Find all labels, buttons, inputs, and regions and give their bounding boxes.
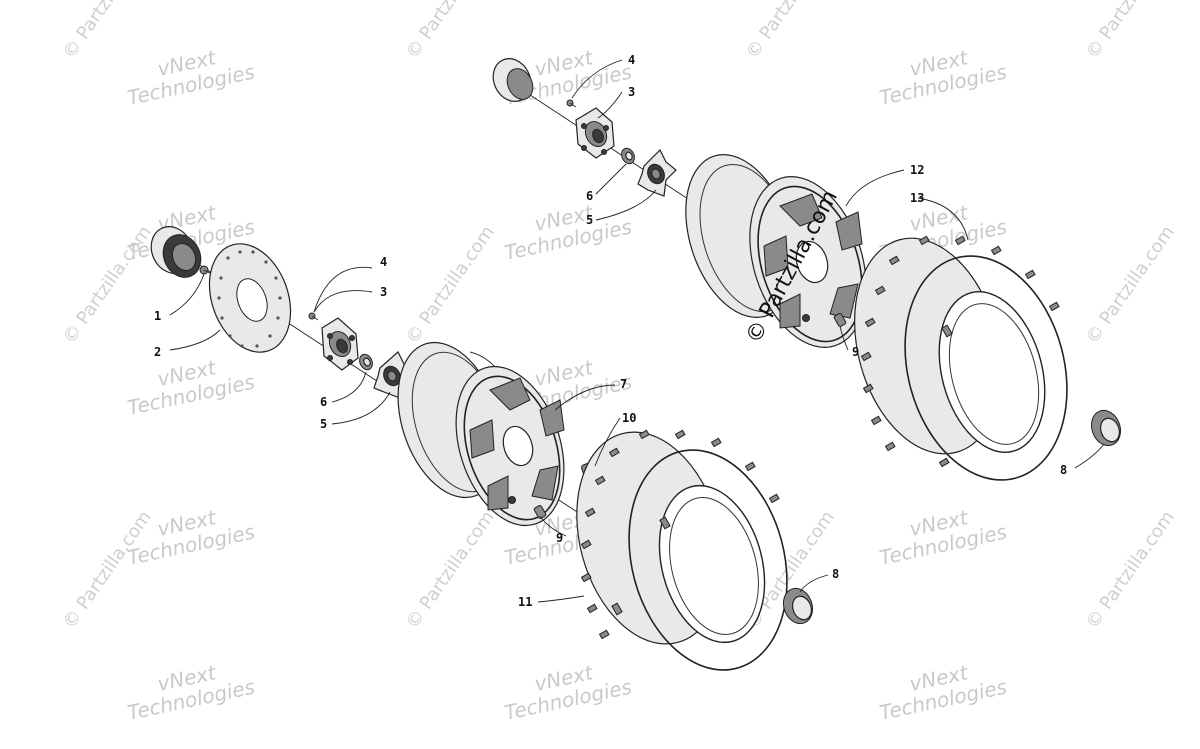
callout-5-front: 5 bbox=[320, 417, 327, 431]
valve-stem-rear bbox=[833, 313, 847, 327]
watermark-vnext: vNext Technologies bbox=[502, 200, 634, 265]
callout-5-rear: 5 bbox=[586, 213, 593, 227]
callout-12: 12 bbox=[910, 163, 924, 177]
watermark-partzilla: © Partzilla.com bbox=[402, 0, 499, 63]
brake-drum bbox=[150, 226, 202, 278]
callout-13: 13 bbox=[910, 191, 924, 205]
watermark-vnext: vNext Technologies bbox=[502, 660, 634, 725]
callout-4-rear: 4 bbox=[628, 53, 635, 67]
callout-9-front: 9 bbox=[556, 531, 563, 545]
callout-3-front: 3 bbox=[380, 285, 387, 299]
watermark-partzilla: © Partzilla.com bbox=[742, 0, 839, 63]
watermark-partzilla: © Partzilla.com bbox=[59, 0, 156, 63]
callout-8-rear: 8 bbox=[1060, 463, 1067, 477]
rear-rim bbox=[685, 154, 867, 348]
wheel-hub-rear bbox=[575, 107, 615, 159]
callout-6-front: 6 bbox=[320, 395, 327, 409]
watermark-vnext: vNext Technologies bbox=[125, 660, 257, 725]
watermark-partzilla: © Partzilla.com bbox=[1082, 507, 1179, 633]
bolt-4-rear bbox=[566, 99, 577, 108]
callout-4-front: 4 bbox=[380, 255, 387, 269]
watermark-vnext: vNext Technologies bbox=[877, 660, 1009, 725]
callout-10: 10 bbox=[622, 411, 636, 425]
bearing-front bbox=[359, 353, 373, 371]
front-tire bbox=[576, 429, 788, 671]
callout-1: 1 bbox=[154, 309, 161, 323]
hub-cap-rear bbox=[1090, 409, 1122, 447]
callout-2: 2 bbox=[154, 345, 161, 359]
callout-9-rear: 9 bbox=[852, 345, 859, 359]
valve-stem-front bbox=[533, 505, 547, 519]
watermark-vnext: vNext Technologies bbox=[125, 355, 257, 420]
wheel-hub-front bbox=[321, 317, 359, 371]
rear-tire bbox=[854, 235, 1068, 481]
watermark-vnext: vNext Technologies bbox=[877, 45, 1009, 110]
watermark-partzilla: © Partzilla.com bbox=[402, 222, 499, 348]
callout-8-front: 8 bbox=[832, 567, 839, 581]
callout-11: 11 bbox=[518, 595, 532, 609]
watermark-partzilla: © Partzilla.com bbox=[402, 507, 499, 633]
watermark-partzilla: © Partzilla.com bbox=[59, 507, 156, 633]
watermark-partzilla: © Partzilla.com bbox=[59, 222, 156, 348]
callout-7: 7 bbox=[620, 377, 627, 391]
watermark-vnext: vNext Technologies bbox=[877, 505, 1009, 570]
watermark-vnext: vNext Technologies bbox=[125, 45, 257, 110]
leader-lines bbox=[169, 59, 1105, 603]
watermark-partzilla: © Partzilla.com bbox=[1082, 0, 1179, 63]
bearing-rear bbox=[621, 147, 635, 165]
callout-3-rear: 3 bbox=[628, 85, 635, 99]
rear-drum bbox=[492, 58, 534, 102]
callout-6-rear: 6 bbox=[586, 189, 593, 203]
front-rim bbox=[397, 341, 565, 527]
callout-labels: 1 2 3 4 5 6 3 4 5 6 7 8 8 9 9 10 11 12 1… bbox=[154, 53, 1067, 609]
hub-cap-front bbox=[782, 587, 814, 625]
brake-disc bbox=[208, 243, 292, 353]
watermark-partzilla: © Partzilla.com bbox=[1082, 222, 1179, 348]
bolt-4-front bbox=[308, 312, 319, 321]
wheel-flange-rear bbox=[637, 148, 677, 197]
